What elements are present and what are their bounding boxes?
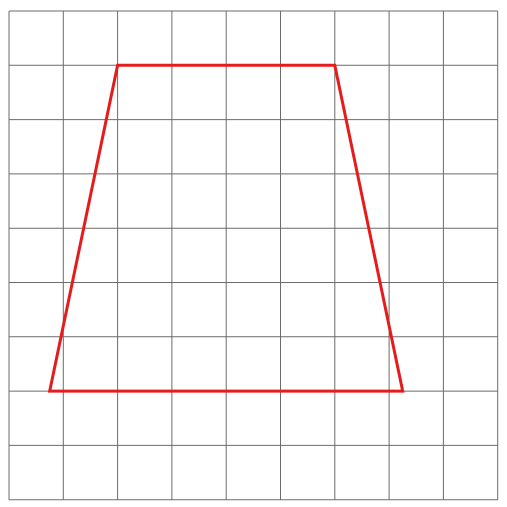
grid: [8, 10, 499, 501]
trapezoid-shape: [47, 63, 405, 393]
